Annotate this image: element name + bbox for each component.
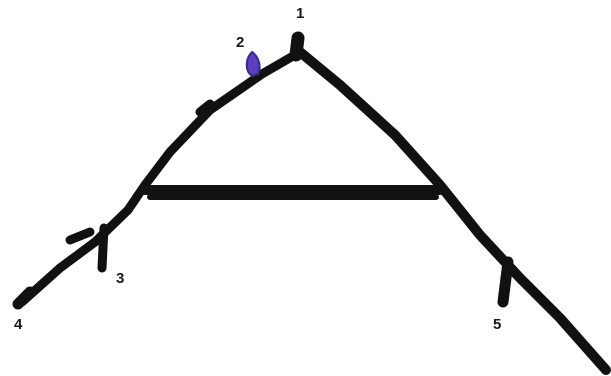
label-3: 3 [116,271,124,286]
label-2: 2 [236,35,244,50]
node-5-marker [503,262,508,302]
node-1-marker [296,38,298,55]
node-2-marker [247,52,260,76]
label-5: 5 [493,317,501,332]
label-4: 4 [14,317,22,332]
label-1: 1 [296,6,304,21]
node-3-marker [102,228,104,268]
left-branch [22,52,300,302]
left-branch-knot-2 [70,232,90,240]
right-branch [300,52,606,370]
left-branch-knot [200,104,210,112]
